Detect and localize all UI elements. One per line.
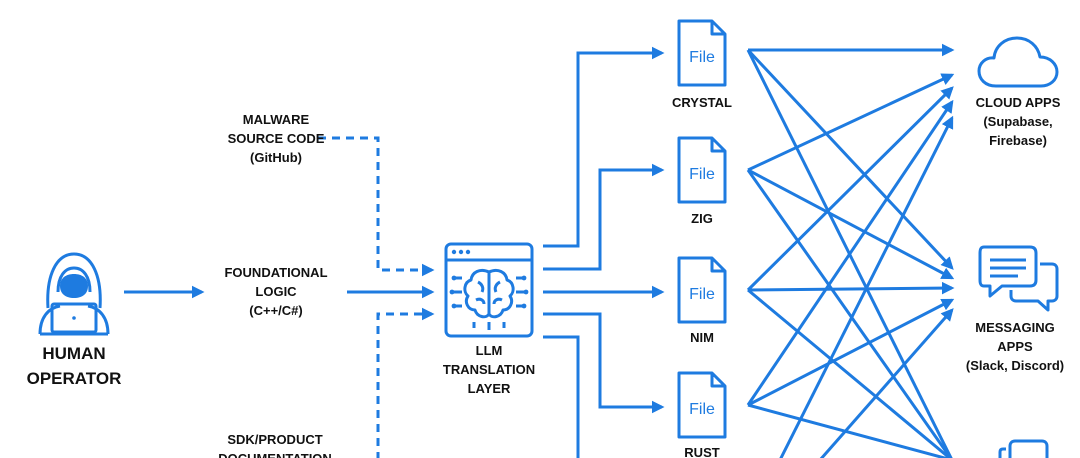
file-nim-icon: File xyxy=(677,256,727,324)
stacked-windows-icon xyxy=(998,439,1049,458)
file-nim-text: File xyxy=(689,286,715,303)
llm-translation-layer-label: LLM TRANSLATION LAYER xyxy=(442,343,536,396)
arrow-llm-to-zig xyxy=(543,163,665,271)
hooded-hacker-laptop-icon xyxy=(38,252,110,336)
arrow-llm-to-rust xyxy=(543,312,665,414)
crystal-label: CRYSTAL xyxy=(672,95,732,110)
malware-source-code-label: MALWARE SOURCE CODE (GitHub) xyxy=(227,112,325,165)
nim-label: NIM xyxy=(690,330,714,345)
human-operator-label: HUMAN OPERATOR xyxy=(26,344,122,388)
file-rust-text: File xyxy=(689,401,715,418)
zig-label: ZIG xyxy=(691,211,713,226)
file-zig-text: File xyxy=(689,166,715,183)
foundational-logic-label: FOUNDATIONAL LOGIC (C++/C#) xyxy=(224,265,328,318)
file-crystal-icon: File xyxy=(677,19,727,87)
arrow-llm-to-offscreen xyxy=(543,335,580,458)
cloud-icon xyxy=(977,36,1059,88)
cloud-apps-label: CLOUD APPS (Supabase, Firebase) xyxy=(975,95,1061,148)
file-rust-icon: File xyxy=(677,371,727,439)
file-crystal-text: File xyxy=(689,49,715,66)
file-zig-icon: File xyxy=(677,136,727,204)
file-target-mesh xyxy=(746,43,955,458)
rust-label: RUST xyxy=(684,445,720,458)
brain-circuit-window-icon xyxy=(444,242,534,338)
messaging-apps-label: MESSAGING APPS (Slack, Discord) xyxy=(965,320,1065,373)
dashed-malware-to-llm xyxy=(318,136,435,277)
sdk-product-documentation-label: SDK/PRODUCT DOCUMENTATION xyxy=(218,432,332,458)
dashed-sdk-to-llm xyxy=(376,307,435,458)
arrow-llm-to-crystal xyxy=(543,46,665,248)
chat-bubbles-icon xyxy=(978,245,1059,312)
